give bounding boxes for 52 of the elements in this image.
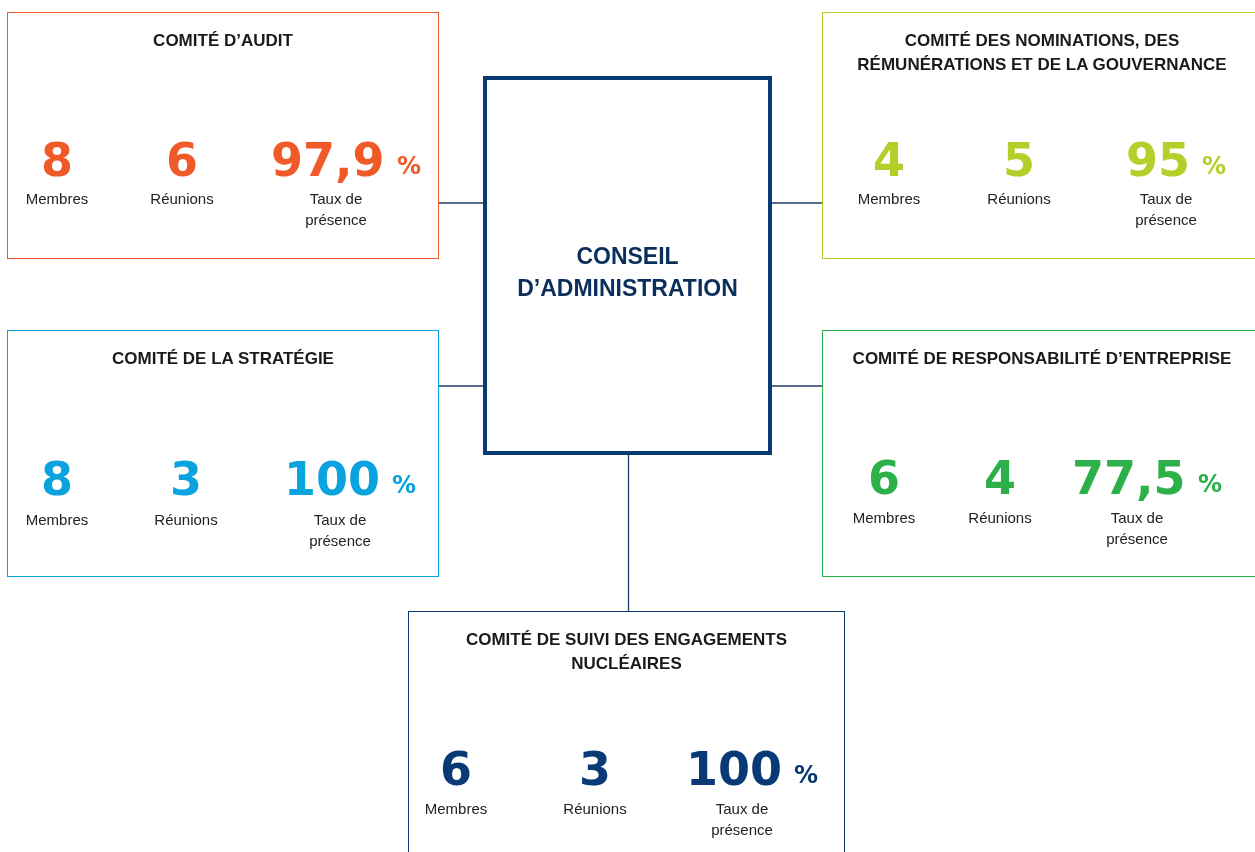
stat-value: 6 <box>166 137 198 183</box>
committee-box <box>822 12 1255 259</box>
committee-title: COMITÉ DES NOMINATIONS, DES RÉMUNÉRATIONS ET DE LA GOUVERNANCE <box>856 30 1228 76</box>
stat-value: 77,5 <box>1072 455 1186 501</box>
percent-sign: % <box>1198 472 1223 496</box>
committee-title: COMITÉ DE LA STRATÉGIE <box>111 348 335 370</box>
connector-line <box>771 385 823 387</box>
committee-title: COMITÉ D’AUDIT <box>152 30 294 52</box>
committee-box <box>822 330 1255 577</box>
stat-value: 95 <box>1126 137 1190 183</box>
committee-box <box>408 611 845 852</box>
stat-value: 3 <box>170 456 202 502</box>
stat-label: Taux de présence <box>1105 508 1169 549</box>
percent-sign: % <box>392 473 417 497</box>
stat-value: 8 <box>41 137 73 183</box>
stat-label: Taux de présence <box>710 799 774 840</box>
stat-label: Taux de présence <box>308 510 372 551</box>
percent-sign: % <box>397 154 422 178</box>
connector-line <box>438 202 484 204</box>
board-box <box>483 76 772 455</box>
connector-line <box>771 202 823 204</box>
stat-value: 4 <box>873 137 905 183</box>
percent-sign: % <box>794 763 819 787</box>
stat-value: 100 <box>686 746 783 792</box>
committee-title: COMITÉ DE RESPONSABILITÉ D’ENTREPRISE <box>851 348 1233 370</box>
stat-label: Taux de présence <box>304 189 368 230</box>
stat-value: 8 <box>41 456 73 502</box>
stat-label: Membres <box>856 189 922 209</box>
stat-value: 97,9 <box>271 137 385 183</box>
stat-label: Taux de présence <box>1134 189 1198 230</box>
stat-value: 4 <box>984 455 1016 501</box>
stat-label: Réunions <box>153 510 219 530</box>
board-title: CONSEIL D’ADMINISTRATION <box>516 242 739 303</box>
committee-box <box>7 12 439 259</box>
stat-value: 3 <box>579 746 611 792</box>
percent-sign: % <box>1202 154 1227 178</box>
stat-label: Membres <box>24 189 90 209</box>
stat-value: 6 <box>440 746 472 792</box>
stat-label: Membres <box>423 799 489 819</box>
stat-label: Réunions <box>149 189 215 209</box>
stat-label: Réunions <box>986 189 1052 209</box>
stat-value: 100 <box>284 456 381 502</box>
stat-label: Membres <box>851 508 917 528</box>
committee-box <box>7 330 439 577</box>
connector-line <box>438 385 484 387</box>
stat-label: Réunions <box>562 799 628 819</box>
stat-value: 5 <box>1003 137 1035 183</box>
stat-value: 6 <box>868 455 900 501</box>
stat-label: Réunions <box>967 508 1033 528</box>
committee-title: COMITÉ DE SUIVI DES ENGAGEMENTS NUCLÉAIRES <box>464 629 789 675</box>
connector-line <box>627 454 630 612</box>
stat-label: Membres <box>24 510 90 530</box>
